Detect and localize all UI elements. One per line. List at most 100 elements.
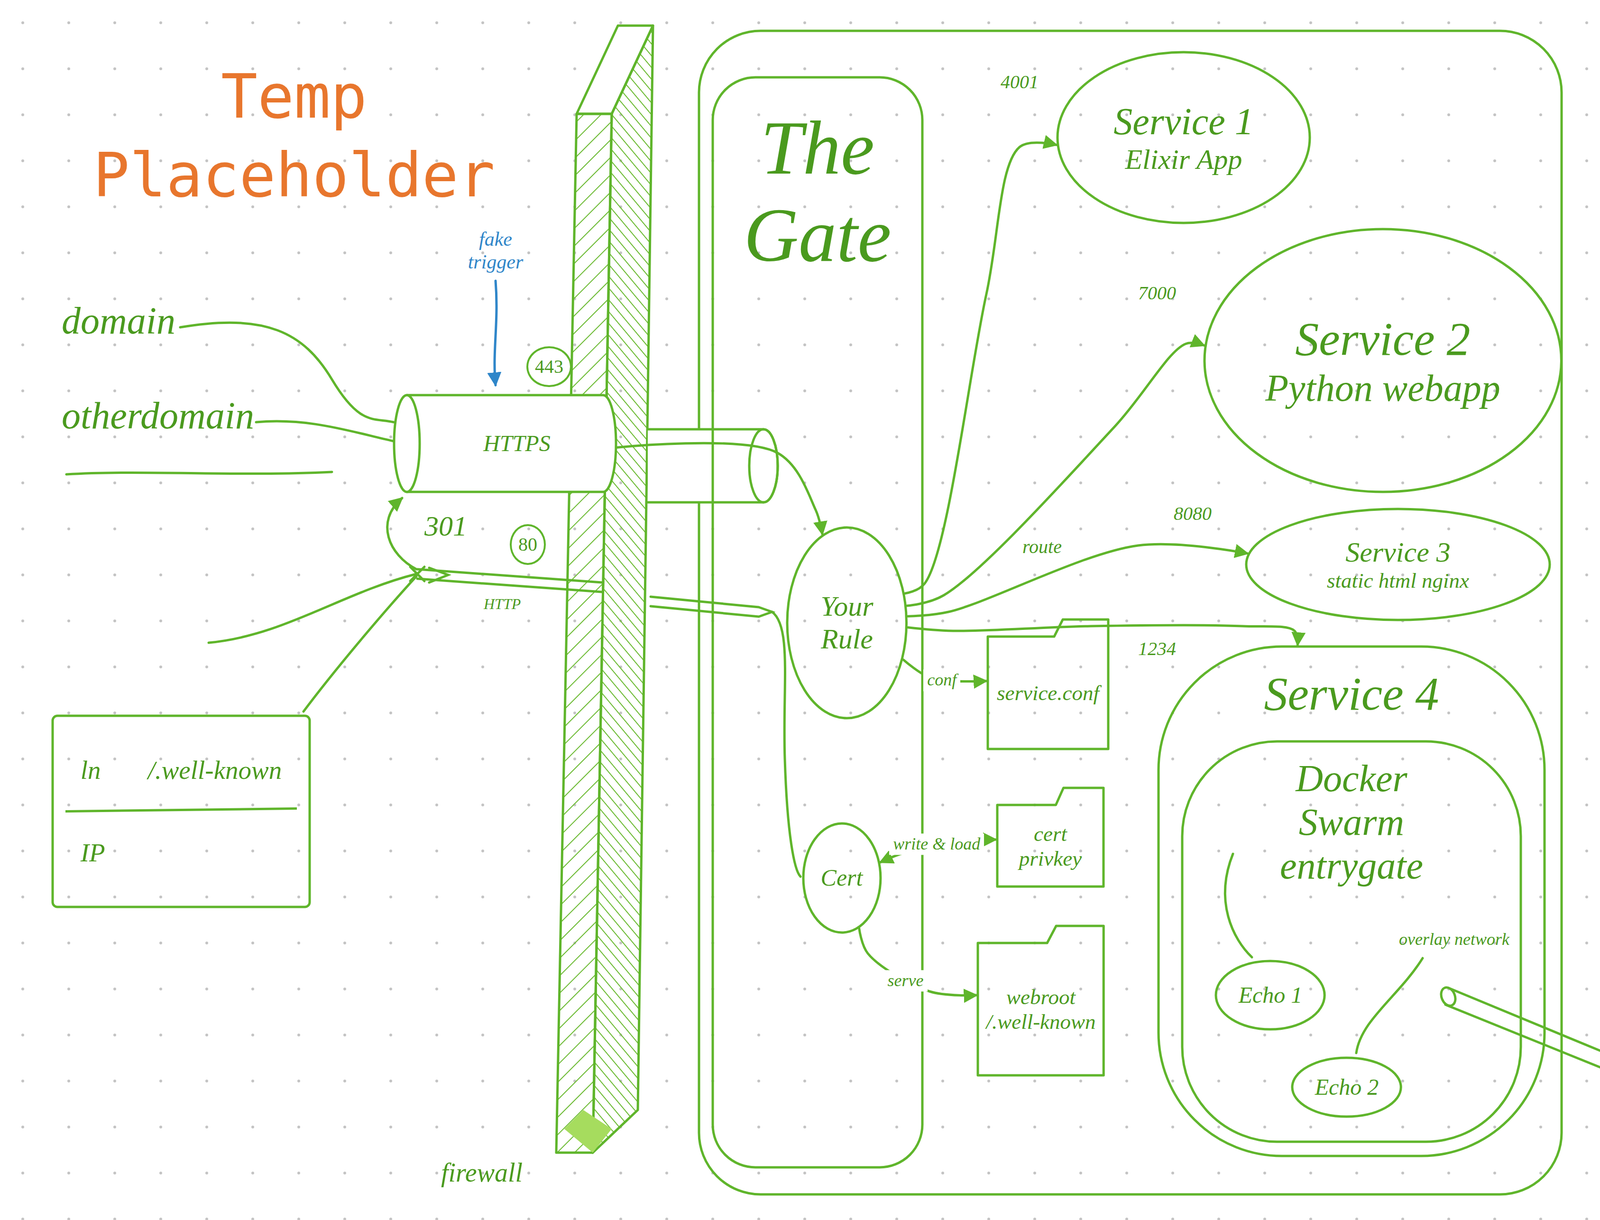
node-text: Docker Swarm entrygate xyxy=(1240,756,1463,888)
http-wire xyxy=(772,611,801,877)
row-divider xyxy=(65,808,297,812)
text-group: Service 2Python webapp xyxy=(1265,311,1500,410)
cert-ellipse: Cert xyxy=(801,821,883,934)
gateway-panel: The GateYour RuleCert xyxy=(711,75,924,1169)
flow-connector xyxy=(908,625,1298,645)
port-number: 8080 xyxy=(1173,502,1212,525)
firewall-side xyxy=(592,25,653,1153)
node-text: webroot xyxy=(985,984,1096,1010)
server-outline xyxy=(698,30,1562,1195)
config-file: service.conf xyxy=(986,617,1110,751)
text-group: cert privkey xyxy=(1005,821,1096,872)
rule-ellipse: Your Rule xyxy=(785,525,909,720)
firewall-ink-blot xyxy=(564,1109,612,1153)
container-ellipse: Echo 2 xyxy=(1290,1056,1403,1118)
flow-connector xyxy=(905,142,1057,594)
node-text: ln xyxy=(80,754,106,785)
text-group: Service 3static html nginx xyxy=(1326,535,1470,594)
text-group: webroot/.well-known xyxy=(985,984,1096,1035)
protocol-label: HTTP xyxy=(483,595,521,613)
domain-name: domain xyxy=(61,298,176,343)
service-ellipse: Service 2Python webapp xyxy=(1203,227,1563,494)
port-number: 4001 xyxy=(1000,71,1039,93)
node-text: Echo 2 xyxy=(1314,1073,1380,1100)
container-ellipse-outline xyxy=(1215,960,1325,1030)
node-text: Python webapp xyxy=(1265,366,1500,410)
flow-connector xyxy=(859,928,977,995)
trigger-arrow xyxy=(494,280,497,386)
rule-ellipse-outline xyxy=(787,527,907,718)
service-ellipse: Service 3static html nginx xyxy=(1244,507,1552,622)
node-text: service.conf xyxy=(996,680,1100,706)
inner-tube-end xyxy=(749,429,778,503)
redirect-arrow xyxy=(387,497,417,570)
node-text: /.well-known xyxy=(985,1009,1096,1035)
webroot-folder-outline xyxy=(977,925,1104,1076)
text-group: ln/.well-knownIP xyxy=(80,754,283,868)
node-text: Service 3 xyxy=(1326,535,1470,569)
flow-connector xyxy=(907,543,1248,617)
service-ellipse: Service 1Elixir App xyxy=(1056,50,1312,225)
http-pipe-arrow xyxy=(429,567,449,583)
flow-connector xyxy=(617,442,823,534)
text-group: Echo 1 xyxy=(1238,981,1303,1008)
webroot-folder: webroot/.well-known xyxy=(976,923,1105,1077)
underline xyxy=(66,471,332,475)
node-text: Service 2 xyxy=(1265,311,1500,367)
page-title: Temp Placeholder xyxy=(66,57,522,216)
https-tube: HTTPS xyxy=(392,393,618,494)
overlay-pipe xyxy=(1445,988,1600,1067)
node-text: The Gate xyxy=(727,104,908,279)
connector-group xyxy=(617,142,1298,996)
node-text: Elixir App xyxy=(1113,143,1254,176)
leader-line xyxy=(1356,957,1423,1053)
domain-name: otherdomain xyxy=(61,393,255,438)
node-text: HTTPS xyxy=(483,430,551,457)
text-group: service.conf xyxy=(996,680,1100,706)
node-text: Cert xyxy=(820,864,864,892)
node-text: cert privkey xyxy=(1005,821,1096,872)
port-number: 80 xyxy=(509,524,546,565)
key-file: cert privkey xyxy=(995,785,1105,888)
leader-line xyxy=(1224,853,1252,957)
rule-ellipse-shape xyxy=(785,525,909,720)
service-blob-outline xyxy=(1158,646,1545,1156)
text-group: Your Rule xyxy=(811,589,883,656)
node-text: Service 1 xyxy=(1113,99,1254,144)
text-group: HTTPS xyxy=(483,430,551,457)
text-group: Service 4 xyxy=(1263,666,1439,721)
container-ellipse: Echo 1 xyxy=(1214,959,1326,1031)
node-text: Echo 1 xyxy=(1238,981,1303,1008)
network-label: overlay network xyxy=(1398,929,1510,949)
service-ellipse-outline xyxy=(1204,229,1562,492)
record-wire xyxy=(303,576,417,712)
firewall-label: firewall xyxy=(441,1157,523,1188)
input-wire xyxy=(208,573,417,643)
service-blob: Service 4 Docker Swarm entrygateEcho 1 Ech… xyxy=(1157,644,1546,1158)
text-group: Echo 2 xyxy=(1314,1073,1380,1100)
text-group: Cert xyxy=(820,864,864,892)
record-box-outline xyxy=(52,715,310,907)
node-text: /.well-known xyxy=(147,754,283,785)
overlay-pipe-end xyxy=(1438,984,1459,1008)
record-box-shape xyxy=(51,714,312,909)
service-ellipse-outline xyxy=(1057,52,1310,223)
flow-note: route xyxy=(1019,535,1065,558)
edge-label: write & load xyxy=(889,833,984,855)
node-text: static html nginx xyxy=(1326,568,1470,594)
text-group: Service 1Elixir App xyxy=(1113,99,1254,176)
gateway-panel-outline xyxy=(712,77,923,1168)
node-text: Your Rule xyxy=(811,589,883,656)
edge-label: serve xyxy=(883,969,928,992)
cert-ellipse-outline xyxy=(803,823,881,933)
https-tube-outline xyxy=(394,395,420,492)
text-group: Docker Swarm entrygate xyxy=(1240,756,1463,888)
key-file-outline xyxy=(997,787,1104,887)
status-code: 301 xyxy=(424,509,468,543)
port-number: 7000 xyxy=(1138,282,1177,304)
annotation-note: fake trigger xyxy=(455,227,536,274)
edge-label: conf xyxy=(923,669,961,691)
inner-http-pipe xyxy=(650,596,773,617)
